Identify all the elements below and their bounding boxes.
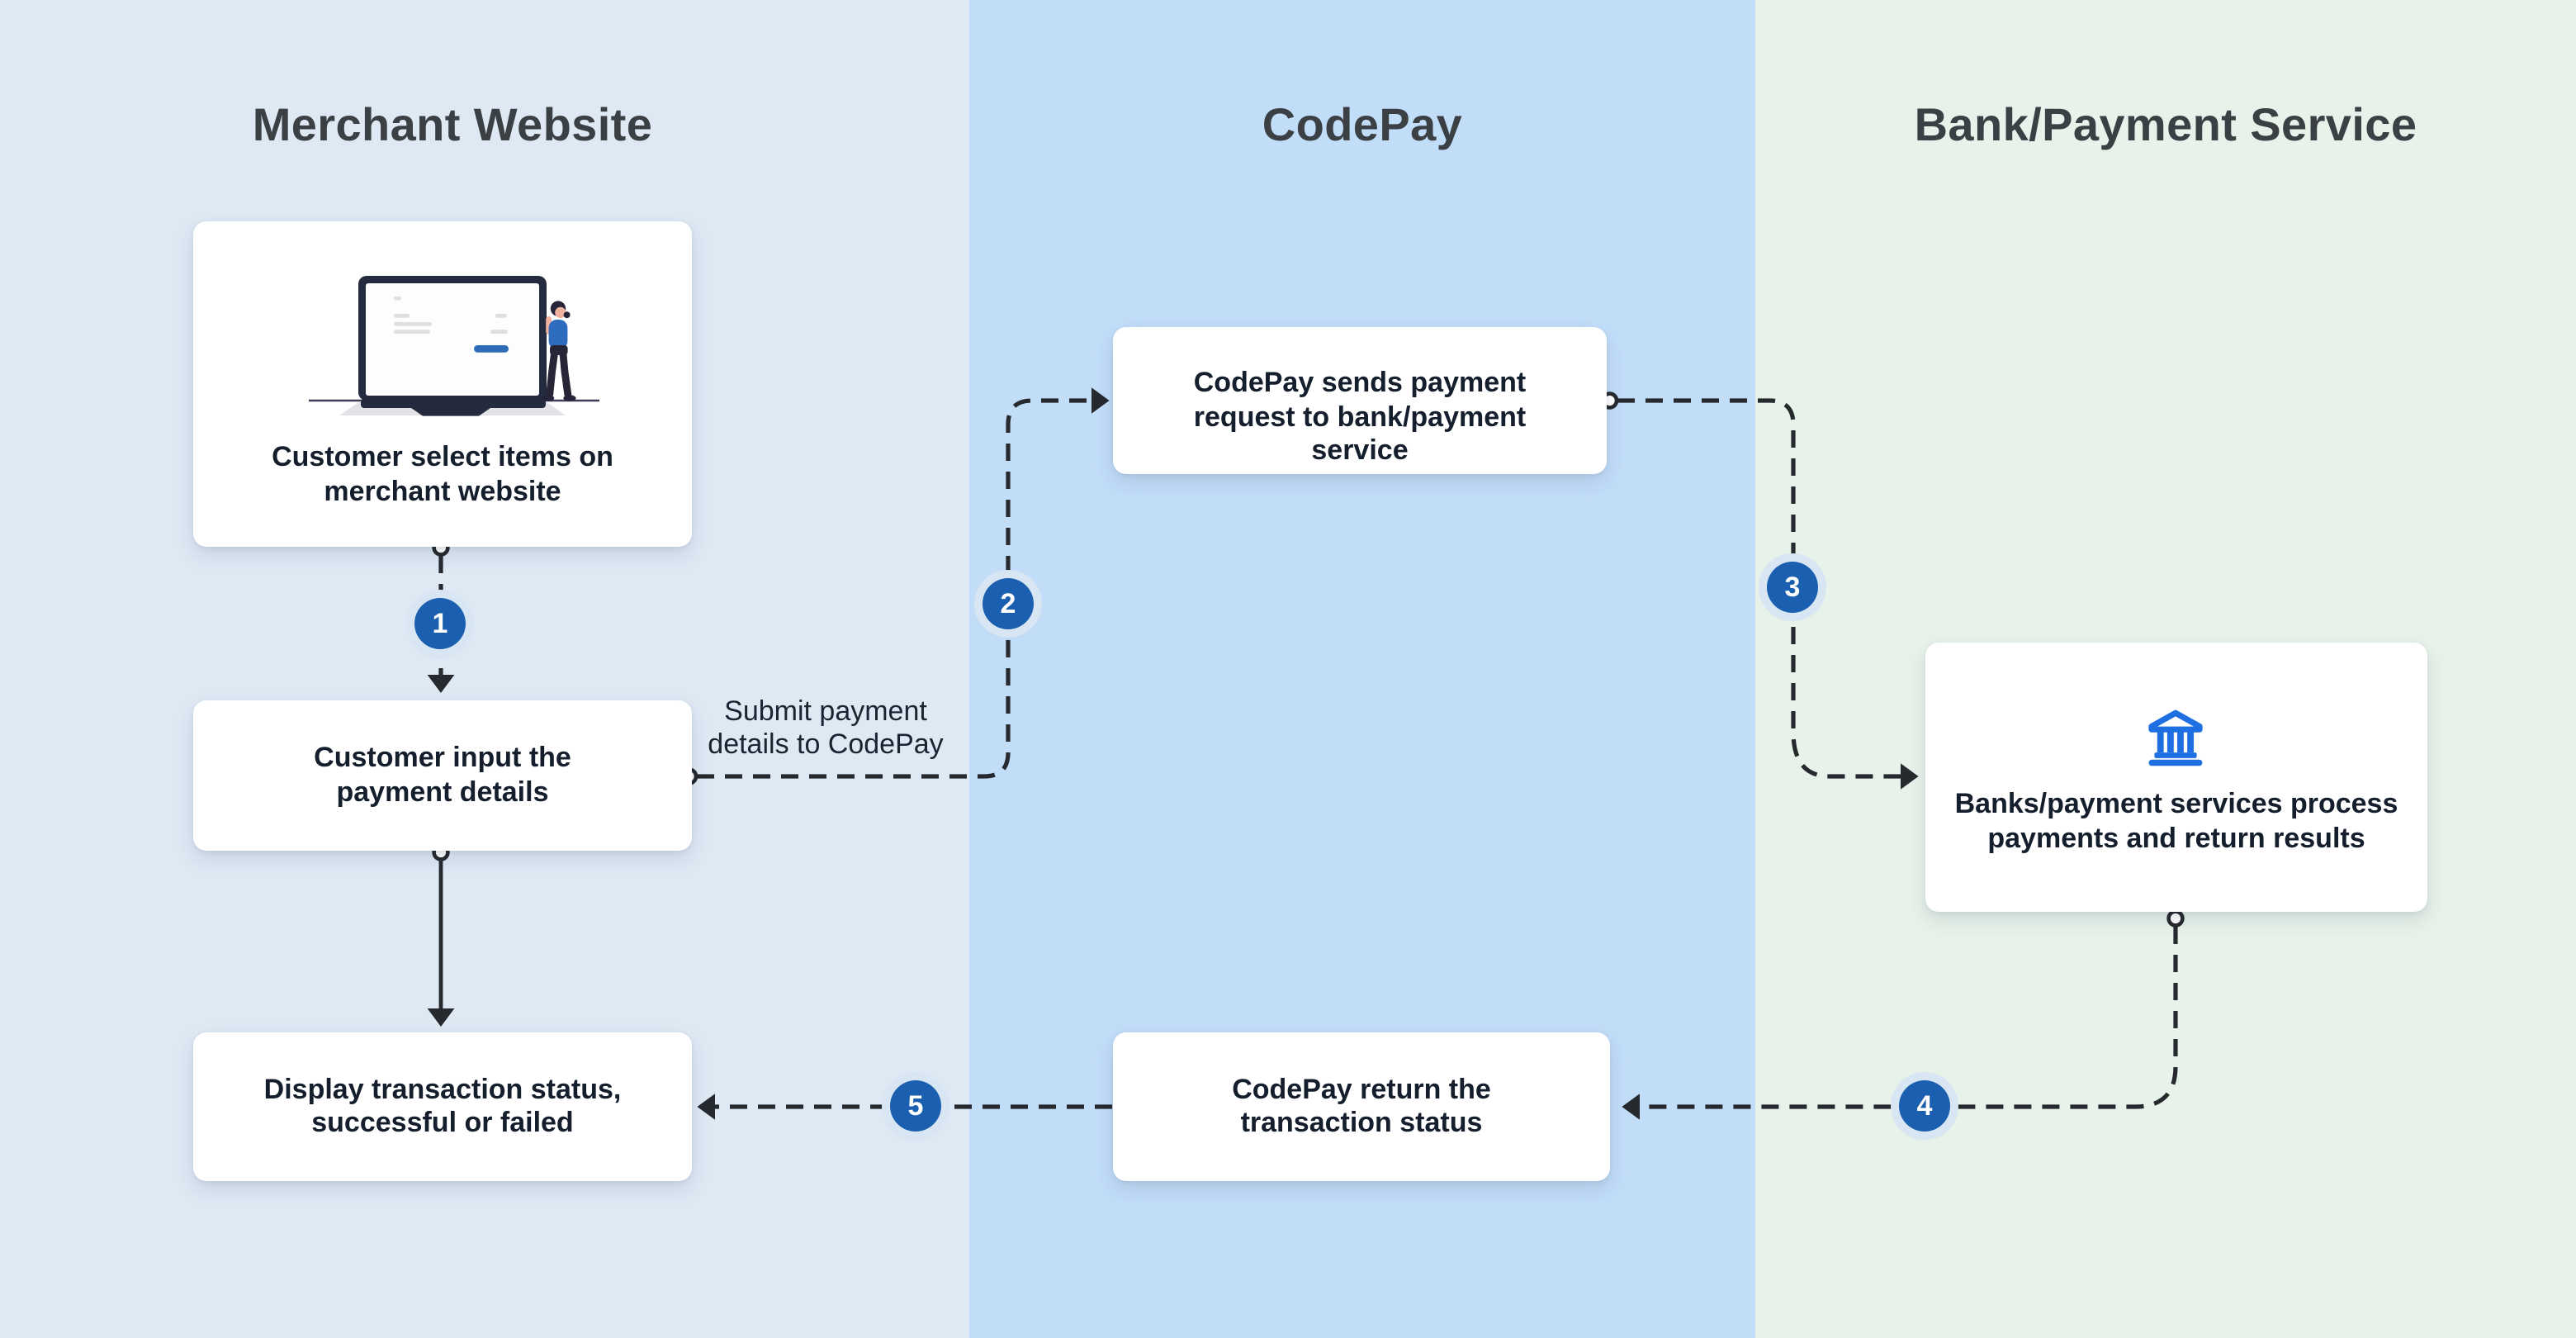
node-send-request: CodePay sends payment request to bank/pa… [1113,327,1607,474]
node-send-request-label: CodePay sends payment request to bank/pa… [1193,367,1527,466]
node-input-details: Customer input the payment details [193,700,692,851]
step-badge-2: 2 [983,578,1034,629]
person-figure [542,301,576,401]
node-process-payments-label: Banks/payment services process payments … [1954,788,2398,853]
node-display-status: Display transaction status, successful o… [193,1032,692,1181]
node-display-status-label: Display transaction status, successful o… [263,1073,622,1138]
node-select-items-label: Customer select items on merchant websit… [272,441,613,506]
arrow-step-3 [1600,391,1919,790]
node-select-items: Customer select items on merchant websit… [193,221,692,547]
arrow-input-to-display [427,843,455,1027]
step-badge-5: 5 [890,1080,941,1132]
edge-label-submit-payment: Submit payment details to CodePay [708,695,944,759]
bank-icon [2148,709,2203,766]
arrow-step-4 [1622,909,2185,1120]
node-return-status: CodePay return the transaction status [1113,1032,1610,1181]
step-badge-1: 1 [414,598,466,649]
lane-title-bank: Bank/Payment Service [1914,99,2417,150]
lane-title-merchant: Merchant Website [252,99,653,150]
node-process-payments: Banks/payment services process payments … [1925,643,2427,912]
node-return-status-label: CodePay return the transaction status [1232,1073,1491,1138]
laptop-customer-illustration [309,276,599,416]
step-badge-4: 4 [1899,1080,1950,1132]
lane-title-codepay: CodePay [1262,99,1463,150]
node-input-details-label: Customer input the payment details [314,742,571,807]
step-badge-3: 3 [1767,562,1818,613]
